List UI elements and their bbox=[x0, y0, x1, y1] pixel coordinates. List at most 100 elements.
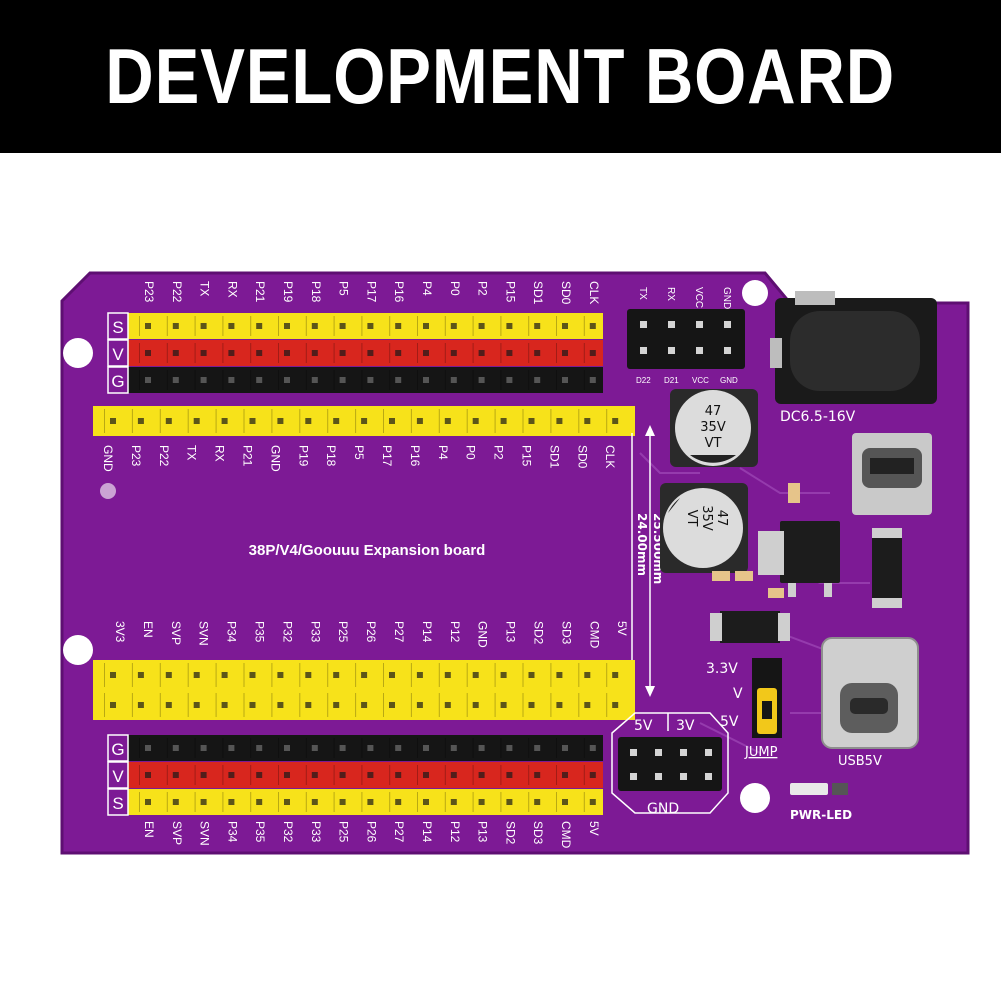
uart-top-label: GND bbox=[721, 287, 732, 309]
top-pin-label: P22 bbox=[170, 281, 184, 303]
uart-top-label: TX bbox=[637, 287, 648, 300]
top-inner-pin-label: P22 bbox=[157, 445, 171, 467]
top-inner-pin-label: SD1 bbox=[547, 445, 561, 469]
svg-label-box bbox=[107, 339, 129, 367]
power-header-outline bbox=[611, 712, 729, 814]
bottom-pin-label: P12 bbox=[448, 821, 462, 843]
board-name: 38P/V4/Goouuu Expansion board bbox=[249, 542, 486, 559]
bottom-inner-pin-label: P26 bbox=[364, 621, 378, 643]
capacitor-1-value: 47 bbox=[705, 404, 722, 419]
top-ground-row[interactable] bbox=[128, 367, 603, 393]
bottom-triple-header[interactable] bbox=[128, 735, 603, 815]
top-pin-label: P21 bbox=[253, 281, 267, 303]
bottom-pin-label: P33 bbox=[309, 821, 323, 843]
bottom-pin-label: P35 bbox=[253, 821, 267, 843]
bottom-signal-row[interactable] bbox=[128, 789, 603, 815]
mount-hole bbox=[740, 783, 770, 813]
bottom-inner-pin-label: SVP bbox=[169, 621, 183, 645]
top-inner-pin-label: CLK bbox=[603, 445, 617, 468]
top-power-row[interactable] bbox=[128, 340, 603, 366]
bottom-ground-row[interactable] bbox=[128, 735, 603, 761]
bottom-inner-pin-label: SD2 bbox=[532, 621, 546, 645]
svg-label-box bbox=[107, 312, 129, 340]
title-banner: DEVELOPMENT BOARD bbox=[0, 0, 1001, 153]
bottom-inner-row-2[interactable] bbox=[93, 690, 635, 720]
top-svg-labels: SVG bbox=[107, 312, 129, 394]
top-inner-pin-label: P5 bbox=[352, 445, 366, 460]
top-signal-row[interactable] bbox=[128, 313, 603, 339]
top-pin-label: P16 bbox=[392, 281, 406, 303]
bottom-pin-label: 5V bbox=[587, 821, 601, 836]
bottom-pin-label: SD3 bbox=[531, 821, 545, 845]
bottom-inner-pin-label: CMD bbox=[587, 621, 601, 649]
top-inner-pin-label: P19 bbox=[296, 445, 310, 467]
top-pin-label: P23 bbox=[142, 281, 156, 303]
top-inner-pin-label: GND bbox=[268, 445, 282, 472]
top-pin-label: SD0 bbox=[559, 281, 573, 305]
capacitor-2: 47 35V VT bbox=[660, 483, 748, 573]
banner-title: DEVELOPMENT BOARD bbox=[105, 32, 896, 120]
top-pin-label: P19 bbox=[281, 281, 295, 303]
dc-barrel-jack[interactable] bbox=[770, 291, 937, 404]
bottom-inner-pin-label: P32 bbox=[280, 621, 294, 643]
bottom-inner-pin-label: EN bbox=[141, 621, 155, 638]
top-inner-pin-label: P21 bbox=[241, 445, 255, 467]
top-inner-pin-label: P0 bbox=[464, 445, 478, 460]
bottom-power-row[interactable] bbox=[128, 762, 603, 788]
bottom-inner-pin-label: GND bbox=[476, 621, 490, 648]
gvs-label-g: G bbox=[111, 740, 124, 759]
bottom-inner-pin-label: P27 bbox=[392, 621, 406, 643]
top-triple-header[interactable] bbox=[128, 313, 603, 393]
capacitor-1-voltage: 35V bbox=[700, 420, 726, 435]
bottom-pin-label: EN bbox=[142, 821, 156, 838]
bottom-inner-row-1[interactable] bbox=[93, 660, 635, 690]
gvs-label-box bbox=[107, 788, 129, 816]
uart-bottom-label: GND bbox=[720, 376, 738, 385]
bottom-pin-label: CMD bbox=[559, 821, 573, 849]
power-header-3v: 3V bbox=[676, 718, 695, 734]
bottom-gvs-labels: GVS bbox=[107, 734, 129, 816]
top-inner-pin-label: P4 bbox=[436, 445, 450, 460]
top-inner-pin-label: P18 bbox=[324, 445, 338, 467]
usb-label: USB5V bbox=[838, 754, 882, 769]
bottom-pin-label: SVP bbox=[170, 821, 184, 845]
bottom-inner-header[interactable] bbox=[93, 660, 635, 720]
smd-diode-2 bbox=[710, 611, 790, 643]
bottom-pin-label: P14 bbox=[420, 821, 434, 843]
bottom-inner-pin-label: P35 bbox=[253, 621, 267, 643]
uart-bottom-label: VCC bbox=[692, 376, 709, 385]
micro-usb-port[interactable] bbox=[852, 433, 932, 515]
top-inner-row[interactable] bbox=[93, 406, 635, 436]
bottom-pin-label: SD2 bbox=[503, 821, 517, 845]
jumper-label-5v: 5V bbox=[720, 714, 739, 730]
top-pin-label: TX bbox=[198, 281, 212, 296]
svg-label-box bbox=[107, 366, 129, 394]
usb-c-port[interactable] bbox=[821, 637, 919, 749]
uart-header[interactable] bbox=[627, 309, 745, 369]
top-inner-pin-label: P2 bbox=[492, 445, 506, 460]
top-inner-header[interactable] bbox=[93, 406, 635, 436]
uart-top-label: VCC bbox=[693, 287, 704, 308]
top-pin-label: RX bbox=[225, 281, 239, 298]
mount-hole bbox=[742, 280, 768, 306]
power-led-label: PWR-LED bbox=[790, 808, 852, 822]
bottom-inner-pin-label: SVN bbox=[197, 621, 211, 646]
bottom-inner-pin-label: 3V3 bbox=[113, 621, 127, 643]
top-inner-pin-label: P16 bbox=[408, 445, 422, 467]
power-jumper[interactable] bbox=[752, 658, 782, 738]
bottom-pin-label: P25 bbox=[337, 821, 351, 843]
top-inner-pin-label: SD0 bbox=[575, 445, 589, 469]
power-led bbox=[790, 783, 848, 795]
dimension-short: 24.00mm bbox=[635, 513, 649, 576]
mount-hole bbox=[63, 338, 93, 368]
top-pin-label: SD1 bbox=[531, 281, 545, 305]
bottom-pin-label: SVN bbox=[198, 821, 212, 846]
top-pin-label: P18 bbox=[309, 281, 323, 303]
bottom-inner-pin-label: P13 bbox=[504, 621, 518, 643]
top-pin-label: P2 bbox=[476, 281, 490, 296]
power-header[interactable] bbox=[618, 737, 722, 791]
